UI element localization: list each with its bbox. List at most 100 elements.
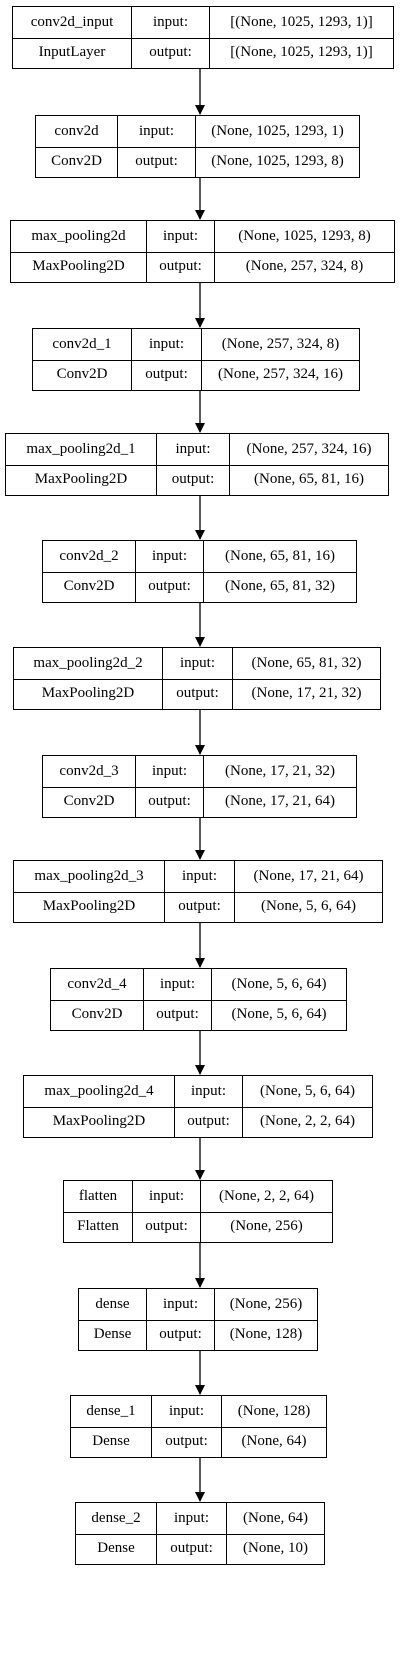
layer-name: dense xyxy=(95,1295,130,1312)
output-shape: (None, 257, 324, 8) xyxy=(214,251,394,282)
input-label: input: xyxy=(131,7,209,38)
input-label: input: xyxy=(143,969,211,1000)
layer-row-input: conv2d_4 input:(None, 5, 6, 64) xyxy=(51,969,346,1001)
layer-node-conv2d-input: conv2d_input input:[(None, 1025, 1293, 1)… xyxy=(12,6,394,69)
input-shape: [(None, 1025, 1293, 1)] xyxy=(209,7,393,38)
input-label: input: xyxy=(164,861,234,892)
layer-row-input: max_pooling2d_3 input:(None, 17, 21, 64) xyxy=(14,861,382,893)
layer-row-input: max_pooling2d_2 input:(None, 65, 81, 32) xyxy=(14,648,380,680)
output-shape: (None, 17, 21, 32) xyxy=(232,678,380,709)
layer-type: Conv2D xyxy=(51,153,102,170)
input-label: input: xyxy=(156,434,229,465)
layer-name: dense_1 xyxy=(86,1402,136,1419)
output-label: output: xyxy=(131,37,209,68)
layer-type: Dense xyxy=(92,1433,130,1450)
layer-row-input: max_pooling2d_1 input:(None, 257, 324, 16… xyxy=(6,434,388,466)
output-label: output: xyxy=(135,571,203,602)
input-label: input: xyxy=(135,756,203,787)
layer-name: conv2d_2 xyxy=(59,547,119,564)
layer-row-output: MaxPooling2D output:(None, 17, 21, 32) xyxy=(14,678,380,709)
layer-type: Flatten xyxy=(77,1218,119,1235)
output-label: output: xyxy=(131,359,201,390)
layer-row-output: Conv2D output:(None, 257, 324, 16) xyxy=(33,359,359,390)
layer-name: max_pooling2d_3 xyxy=(34,867,144,884)
layer-type: MaxPooling2D xyxy=(34,471,128,488)
layer-row-input: flatten input:(None, 2, 2, 64) xyxy=(64,1181,332,1213)
output-label: output: xyxy=(164,891,234,922)
output-label: output: xyxy=(135,786,203,817)
layer-row-output: Dense output:(None, 10) xyxy=(76,1533,324,1564)
input-shape: (None, 5, 6, 64) xyxy=(211,969,346,1000)
layer-node-flatten: flatten input:(None, 2, 2, 64) Flatten outp… xyxy=(63,1180,333,1243)
layer-row-input: dense_1 input:(None, 128) xyxy=(71,1396,326,1428)
input-shape: (None, 257, 324, 16) xyxy=(229,434,388,465)
layer-type: MaxPooling2D xyxy=(32,258,125,275)
input-shape: (None, 257, 324, 8) xyxy=(201,329,359,360)
input-shape: (None, 2, 2, 64) xyxy=(200,1181,332,1212)
output-shape: (None, 5, 6, 64) xyxy=(234,891,382,922)
layer-type: Conv2D xyxy=(56,366,108,383)
layer-row-output: MaxPooling2D output:(None, 5, 6, 64) xyxy=(14,891,382,922)
input-label: input: xyxy=(132,1181,200,1212)
output-shape: (None, 128) xyxy=(214,1319,317,1350)
input-label: input: xyxy=(162,648,232,679)
layer-name: conv2d_4 xyxy=(67,975,127,992)
layer-type: Conv2D xyxy=(71,1006,123,1023)
layer-type: Dense xyxy=(93,1326,132,1343)
input-shape: (None, 17, 21, 64) xyxy=(234,861,382,892)
input-shape: (None, 65, 81, 32) xyxy=(232,648,380,679)
output-label: output: xyxy=(156,1533,226,1564)
layer-node-conv2d-4: conv2d_4 input:(None, 5, 6, 64) Conv2D outp… xyxy=(50,968,347,1031)
layer-name: conv2d_1 xyxy=(52,335,112,352)
input-shape: (None, 17, 21, 32) xyxy=(203,756,356,787)
input-label: input: xyxy=(135,541,203,572)
layer-name: conv2d_input xyxy=(30,13,114,30)
output-label: output: xyxy=(117,146,195,177)
output-shape: (None, 5, 6, 64) xyxy=(211,999,346,1030)
input-shape: (None, 128) xyxy=(221,1396,326,1427)
layer-node-max-pooling2d-1: max_pooling2d_1 input:(None, 257, 324, 16… xyxy=(5,433,389,496)
output-shape: [(None, 1025, 1293, 1)] xyxy=(209,37,393,68)
output-label: output: xyxy=(143,999,211,1030)
output-shape: (None, 10) xyxy=(226,1533,324,1564)
output-label: output: xyxy=(132,1211,200,1242)
layer-name: flatten xyxy=(78,1187,118,1204)
output-shape: (None, 64) xyxy=(221,1426,326,1457)
input-shape: (None, 5, 6, 64) xyxy=(242,1076,372,1107)
layer-row-output: Conv2D output:(None, 5, 6, 64) xyxy=(51,999,346,1030)
layer-name: max_pooling2d_1 xyxy=(26,440,136,457)
layer-type: Dense xyxy=(97,1540,135,1557)
output-label: output: xyxy=(146,1319,214,1350)
output-label: output: xyxy=(156,464,229,495)
output-label: output: xyxy=(162,678,232,709)
layer-type: Conv2D xyxy=(63,793,115,810)
layer-name: max_pooling2d xyxy=(31,227,126,244)
layer-name: max_pooling2d_2 xyxy=(33,654,143,671)
input-shape: (None, 65, 81, 16) xyxy=(203,541,356,572)
layer-type: MaxPooling2D xyxy=(41,685,135,702)
output-label: output: xyxy=(174,1106,242,1137)
layer-type: MaxPooling2D xyxy=(52,1113,146,1130)
input-label: input: xyxy=(151,1396,221,1427)
layer-type: MaxPooling2D xyxy=(42,898,136,915)
output-shape: (None, 257, 324, 16) xyxy=(201,359,359,390)
